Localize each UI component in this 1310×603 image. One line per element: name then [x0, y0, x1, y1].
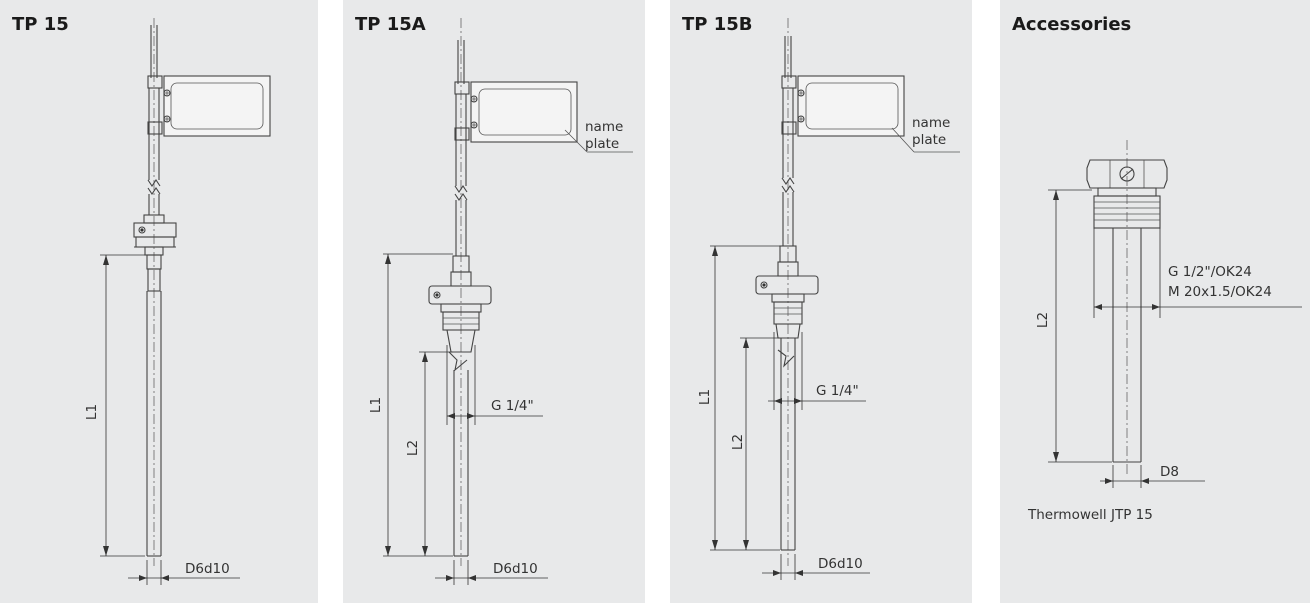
thermowell-diameter-label: D8 [1160, 464, 1179, 480]
tp15b-thread-label: G 1/4" [816, 383, 859, 399]
tp15b-diameter-label: D6d10 [818, 556, 863, 572]
tp15a-l1-label: L1 [368, 397, 384, 413]
tp15b-l1-label: L1 [697, 389, 713, 405]
panel-title: Accessories [1012, 14, 1132, 35]
panel-tp15a: TP 15A name plate [343, 0, 645, 603]
tp15a-nameplate-label-2: plate [585, 136, 619, 152]
tp15a-l2-label: L2 [405, 440, 421, 456]
tp15a-thread-label: G 1/4" [491, 398, 534, 414]
panel-tp15b: TP 15B name plate [670, 0, 972, 603]
panel-tp15: TP 15 [0, 0, 318, 603]
tp15-diameter-label: D6d10 [185, 561, 230, 577]
panel-title: TP 15B [682, 14, 753, 35]
thermowell-drawing: L2 G 1/2"/OK24 M 20x1.5/OK24 D8 Thermowe… [1027, 140, 1302, 523]
tp15-l1-label: L1 [84, 404, 100, 420]
tp15-drawing: L1 D6d10 [84, 18, 271, 585]
thermowell-thread-label-1: G 1/2"/OK24 [1168, 264, 1252, 280]
panel-title: TP 15 [12, 14, 69, 35]
panel-title: TP 15A [355, 14, 426, 35]
thermowell-caption: Thermowell JTP 15 [1027, 507, 1153, 523]
panel-accessories: Accessories L2 G 1/2"/OK24 M 20x1.5 [1000, 0, 1310, 603]
thermowell-l2-label: L2 [1035, 312, 1051, 328]
tp15b-drawing: name plate L1 L2 [697, 18, 960, 580]
tp15a-drawing: name plate L1 L2 [368, 18, 633, 585]
tp15a-nameplate-label-1: name [585, 119, 623, 135]
tp15b-nameplate-label-1: name [912, 115, 950, 131]
thermowell-thread-label-2: M 20x1.5/OK24 [1168, 284, 1272, 300]
tp15b-nameplate-label-2: plate [912, 132, 946, 148]
tp15b-l2-label: L2 [730, 434, 746, 450]
tp15a-diameter-label: D6d10 [493, 561, 538, 577]
